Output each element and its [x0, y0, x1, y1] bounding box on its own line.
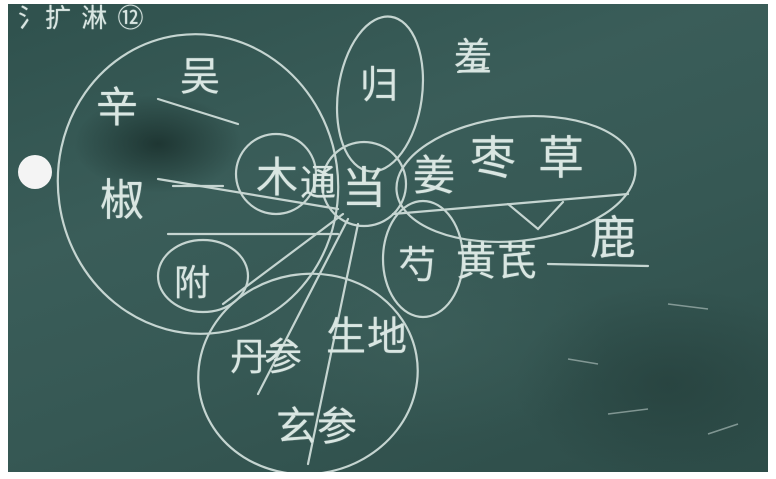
herb-label-zao: 枣: [470, 131, 517, 185]
herb-label-lu: 鹿: [590, 211, 637, 265]
top-fragment-text: 氵扩 淋 ⑫: [18, 4, 145, 34]
herb-label-jiao: 椒: [100, 175, 145, 226]
herb-label-shao: 芍: [398, 243, 438, 287]
herb-label-tong: 通: [300, 163, 338, 204]
herb-label-shen: 参: [264, 335, 304, 379]
herb-label-gui: 归: [360, 63, 400, 107]
herb-label-shengdi: 生地: [326, 314, 408, 360]
herb-label-top-right: 羞: [454, 35, 494, 79]
herb-label-wu: 吴: [180, 54, 221, 100]
herb-label-fu: 附: [174, 263, 212, 304]
herb-label-cao: 草: [538, 131, 585, 185]
herb-label-xin: 辛: [96, 83, 140, 132]
herb-label-xuan: 玄参: [276, 404, 358, 450]
herb-label-mu: 木: [256, 153, 300, 202]
chalk-smudges: [567, 303, 739, 435]
herb-label-dan: 丹: [230, 335, 270, 379]
herb-label-gan: 姜: [413, 151, 457, 200]
herb-label-dang: 当: [342, 163, 387, 214]
herb-label-huang: 黄芪: [456, 239, 538, 285]
chalkboard: 氵扩 淋 ⑫ 辛 吴 椒 木 通 当 归 羞 姜 枣 草 附 芍 黄芪 鹿 丹 …: [8, 4, 768, 472]
punch-hole: [18, 155, 52, 189]
chalk-diagram-lines: [56, 15, 650, 472]
